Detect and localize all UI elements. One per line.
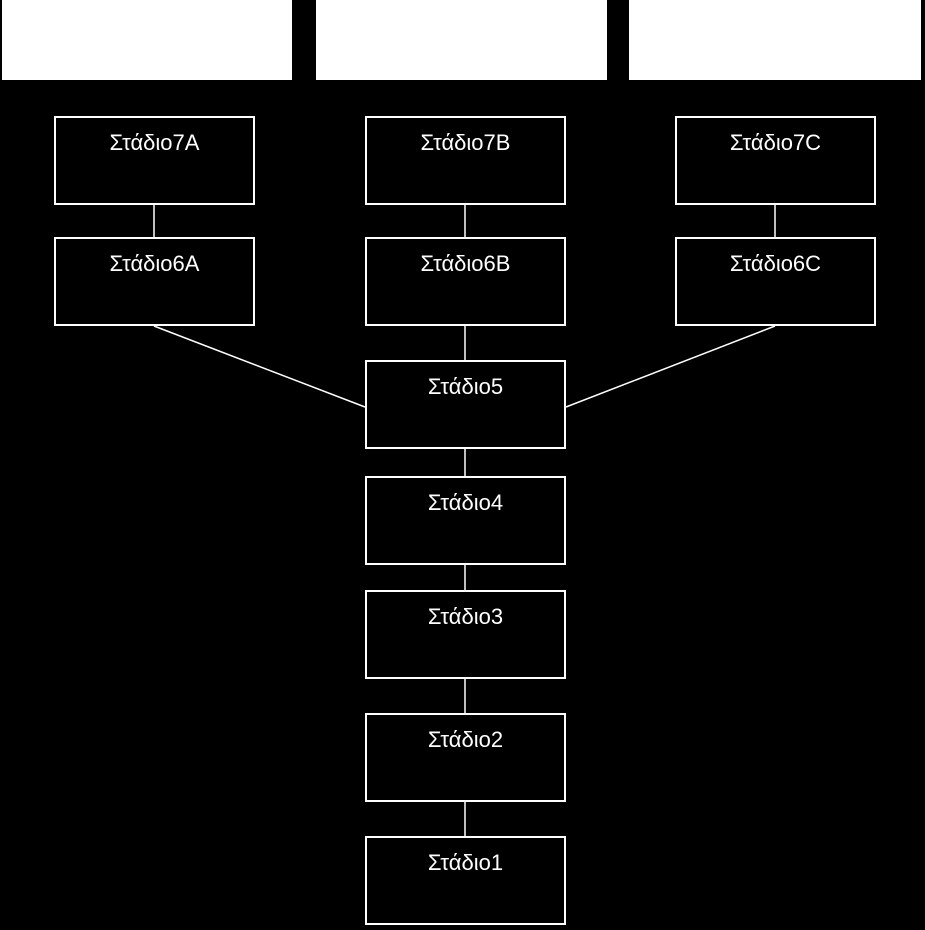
stage-6b-box: Στάδιο6B: [365, 237, 566, 326]
header-box-right: [629, 0, 921, 80]
stage-7a-label: Στάδιο7A: [109, 130, 200, 155]
stage-7c-box: Στάδιο7C: [675, 116, 876, 205]
connector-6a-5: [153, 325, 366, 408]
stage-7a-box: Στάδιο7A: [54, 116, 255, 205]
stage-7b-label: Στάδιο7B: [420, 130, 511, 155]
stage-3-label: Στάδιο3: [427, 604, 504, 629]
stage-1-box: Στάδιο1: [365, 836, 566, 925]
stage-6c-box: Στάδιο6C: [675, 237, 876, 326]
header-box-left: [2, 0, 292, 80]
connector-6c-5: [565, 325, 776, 408]
stage-5-label: Στάδιο5: [427, 374, 504, 399]
stage-2-box: Στάδιο2: [365, 713, 566, 802]
stage-7b-box: Στάδιο7B: [365, 116, 566, 205]
stage-6b-label: Στάδιο6B: [420, 251, 511, 276]
stage-7c-label: Στάδιο7C: [729, 130, 822, 155]
stage-5-box: Στάδιο5: [365, 360, 566, 449]
stage-4-box: Στάδιο4: [365, 476, 566, 565]
header-box-center: [316, 0, 607, 80]
stage-2-label: Στάδιο2: [427, 727, 504, 752]
stage-4-label: Στάδιο4: [427, 490, 504, 515]
stage-6c-label: Στάδιο6C: [729, 251, 822, 276]
stage-6a-box: Στάδιο6A: [54, 237, 255, 326]
stage-1-label: Στάδιο1: [427, 850, 504, 875]
stage-3-box: Στάδιο3: [365, 590, 566, 679]
stage-6a-label: Στάδιο6A: [109, 251, 200, 276]
